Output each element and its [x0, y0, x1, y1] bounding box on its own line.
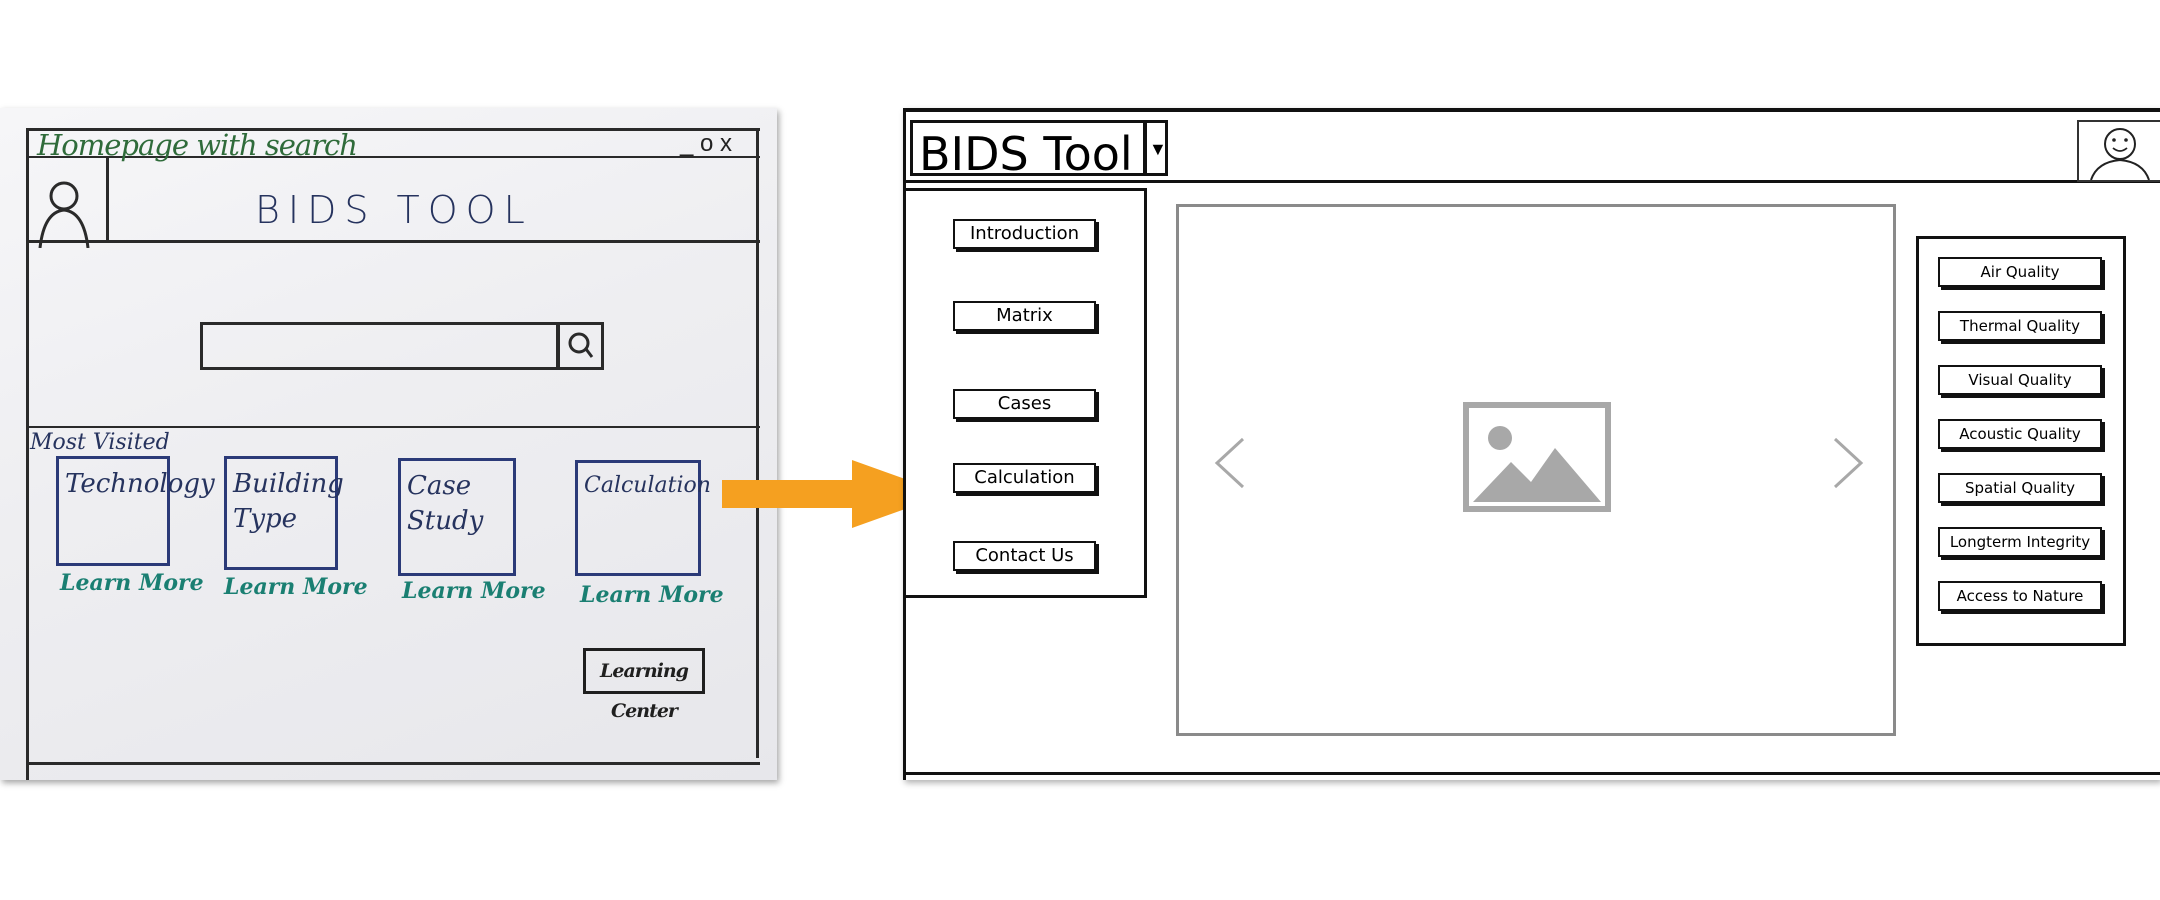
footer-divider [906, 772, 2160, 775]
sketch-frame-left [26, 128, 29, 780]
nav-cases-button[interactable]: Cases [953, 389, 1096, 419]
sketch-card-label: Building Type [233, 469, 344, 535]
image-placeholder-icon [1463, 402, 1611, 512]
dropdown-arrow-icon: ▼ [1149, 139, 1167, 159]
app-title-box: BIDS Tool [910, 120, 1146, 181]
image-carousel [1176, 204, 1896, 736]
category-access-to-nature-button[interactable]: Access to Nature [1938, 581, 2102, 611]
sketch-frame-right [756, 128, 759, 758]
category-longterm-integrity-button[interactable]: Longterm Integrity [1938, 527, 2102, 557]
category-visual-quality-button[interactable]: Visual Quality [1938, 365, 2102, 395]
chevron-left-icon[interactable] [1209, 435, 1249, 491]
sketch-search-button [556, 322, 604, 370]
sketch-card-building-type: Building Type [224, 456, 344, 570]
nav-calculation-button[interactable]: Calculation [953, 463, 1096, 493]
sketch-avatar-divider [106, 158, 109, 242]
sketch-card-label: Calculation [584, 473, 711, 498]
category-acoustic-quality-button[interactable]: Acoustic Quality [1938, 419, 2102, 449]
user-avatar-button[interactable] [2077, 120, 2160, 182]
sketch-bottom-line [26, 762, 760, 765]
smiley-avatar-icon [2090, 128, 2150, 181]
sketch-titlebar-line [26, 156, 760, 158]
sketch-section-line [26, 426, 760, 428]
title-dropdown-button[interactable]: ▼ [1144, 120, 1168, 176]
nav-introduction-button[interactable]: Introduction [953, 219, 1096, 249]
sketch-window-title: Homepage with search [37, 128, 358, 162]
wireframe-mockup: BIDS Tool ▼ Introduction Matrix Cases Ca… [903, 108, 2160, 780]
sketch-learning-center-button: Learning Center [583, 648, 705, 722]
sketch-brand-title: BIDS TOOL [255, 188, 533, 232]
sketch-learn-more-link: Learn More [402, 578, 546, 604]
sketch-search-icon [568, 332, 594, 358]
sketch-card-label: Technology [65, 469, 215, 499]
category-panel: Air Quality Thermal Quality Visual Quali… [1916, 236, 2126, 646]
sketch-card-calculation: Calculation [575, 460, 711, 576]
chevron-right-icon[interactable] [1829, 435, 1869, 491]
sketch-card-technology: Technology [56, 456, 215, 566]
sketch-header-line [26, 240, 760, 243]
app-title: BIDS Tool [919, 127, 1133, 181]
sketch-learn-more-link: Learn More [580, 582, 724, 608]
nav-contact-us-button[interactable]: Contact Us [953, 541, 1096, 571]
category-thermal-quality-button[interactable]: Thermal Quality [1938, 311, 2102, 341]
sketch-avatar-icon [38, 181, 90, 248]
sketch-frame-top [26, 128, 760, 131]
hand-drawn-sketch: Homepage with search _ o x BIDS TOOL Mos… [0, 108, 777, 780]
sketch-card-case-study: Case Study [398, 458, 516, 576]
sketch-card-label: Case Study [407, 471, 484, 537]
nav-matrix-button[interactable]: Matrix [953, 301, 1096, 331]
sketch-section-label: Most Visited [30, 430, 170, 455]
category-air-quality-button[interactable]: Air Quality [1938, 257, 2102, 287]
sketch-learn-more-link: Learn More [224, 574, 368, 600]
transition-arrow-icon [722, 460, 947, 528]
sketch-window-controls: _ o x [680, 130, 733, 157]
sketch-search-input [200, 322, 560, 370]
navigation-panel: Introduction Matrix Cases Calculation Co… [906, 188, 1147, 598]
category-spatial-quality-button[interactable]: Spatial Quality [1938, 473, 2102, 503]
header-divider [906, 180, 2160, 183]
sketch-learn-more-link: Learn More [60, 570, 204, 596]
